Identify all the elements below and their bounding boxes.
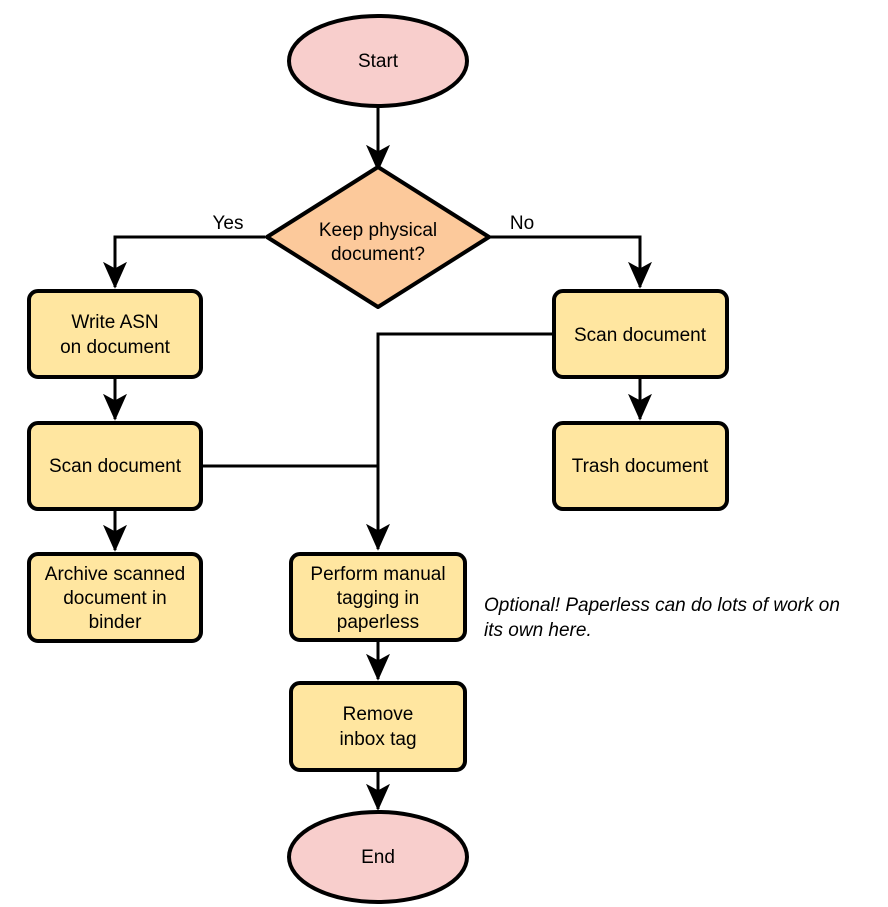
node-end[interactable]: End [287, 810, 469, 904]
scan-left-label: Scan document [49, 456, 182, 477]
node-archive-scanned-document[interactable]: Archive scanned document in binder [27, 552, 203, 643]
write-asn-label-line-2: on document [60, 337, 171, 358]
archive-label-line-2: document in [63, 588, 167, 609]
scan-right-box-shape[interactable] [552, 289, 729, 379]
node-decision-keep-physical-document[interactable]: Keep physical document? [265, 165, 491, 309]
start-label: Start [358, 51, 399, 72]
scan-right-label: Scan document [574, 325, 707, 346]
decision-label-line-2: document? [331, 244, 425, 265]
edge-label-no: No [510, 213, 534, 234]
end-label: End [361, 847, 395, 868]
manual-tagging-label-line-1: Perform manual [310, 564, 445, 585]
annotation-optional-note: Optional! Paperless can do lots of work … [484, 595, 840, 641]
remove-inbox-label-line-2: inbox tag [339, 729, 416, 750]
edge-label-yes: Yes [213, 213, 244, 234]
decision-label-line-1: Keep physical [319, 220, 437, 241]
optional-note-line-2: its own here. [484, 620, 592, 641]
decision-diamond-shape[interactable] [265, 165, 491, 309]
write-asn-label-line-1: Write ASN [71, 312, 158, 333]
archive-label-line-3: binder [89, 612, 142, 633]
trash-box-shape[interactable] [552, 421, 729, 511]
remove-inbox-label-line-1: Remove [343, 704, 414, 725]
write-asn-box-shape[interactable] [27, 289, 203, 379]
archive-label-line-1: Archive scanned [45, 564, 185, 585]
optional-note-line-1: Optional! Paperless can do lots of work … [484, 595, 840, 616]
scan-left-box-shape[interactable] [27, 421, 203, 511]
node-write-asn[interactable]: Write ASN on document [27, 289, 203, 379]
edge-line [103, 235, 265, 289]
node-trash-document[interactable]: Trash document [552, 421, 729, 511]
manual-tagging-label-line-2: tagging in [337, 588, 419, 609]
edge-scan-right-to-manual-tagging [366, 332, 552, 551]
start-terminator-shape[interactable] [287, 14, 469, 108]
manual-tagging-box-shape[interactable] [289, 552, 467, 642]
edge-decision-to-write-asn: Yes [103, 213, 265, 289]
node-perform-manual-tagging[interactable]: Perform manual tagging in paperless [289, 552, 467, 642]
end-terminator-shape[interactable] [287, 810, 469, 904]
remove-inbox-box-shape[interactable] [289, 681, 467, 772]
node-start[interactable]: Start [287, 14, 469, 108]
node-remove-inbox-tag[interactable]: Remove inbox tag [289, 681, 467, 772]
manual-tagging-label-line-3: paperless [337, 612, 419, 633]
edge-line [366, 332, 552, 551]
edge-decision-to-scan-right: No [490, 213, 652, 289]
trash-label: Trash document [572, 456, 709, 477]
node-scan-document-right[interactable]: Scan document [552, 289, 729, 379]
edge-line [490, 235, 652, 289]
node-scan-document-left[interactable]: Scan document [27, 421, 203, 511]
archive-box-shape[interactable] [27, 552, 203, 643]
